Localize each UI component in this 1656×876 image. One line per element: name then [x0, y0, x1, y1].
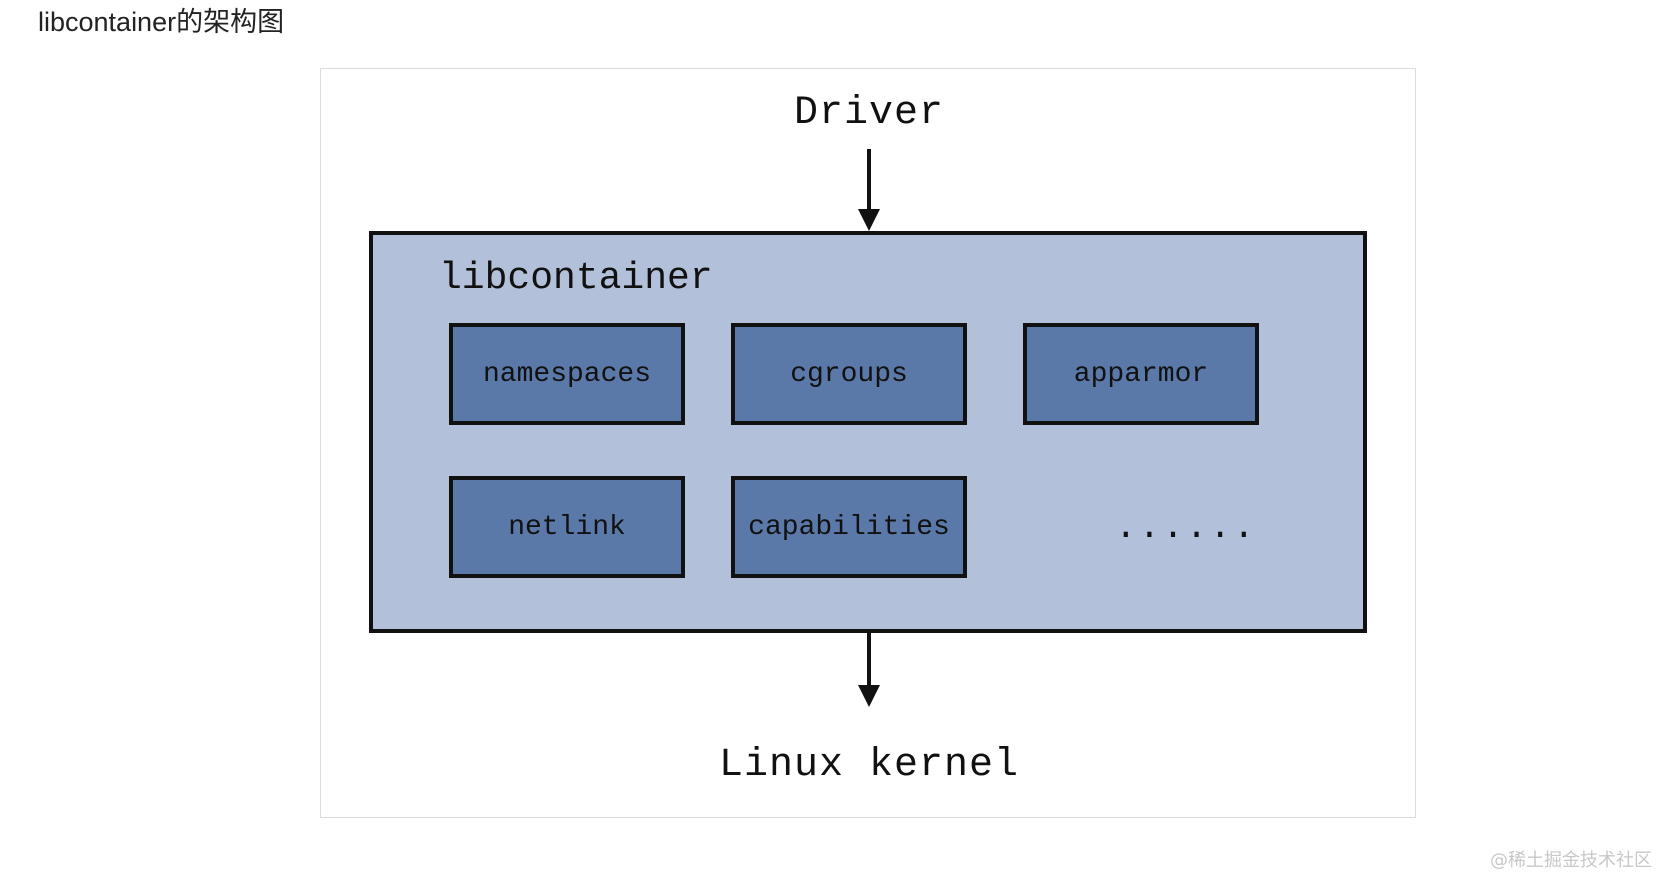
arrow-driver-to-libcontainer: [867, 149, 871, 211]
arrow-head-down: [858, 209, 880, 231]
more-modules-ellipsis: ......: [1115, 507, 1257, 548]
module-namespaces: namespaces: [449, 323, 685, 425]
linux-kernel-label: Linux kernel: [718, 743, 1020, 788]
architecture-diagram: Driver libcontainer namespaces cgroups a…: [320, 68, 1416, 818]
module-apparmor: apparmor: [1023, 323, 1259, 425]
libcontainer-box: libcontainer namespaces cgroups apparmor…: [369, 231, 1367, 633]
module-capabilities: capabilities: [731, 476, 967, 578]
module-cgroups: cgroups: [731, 323, 967, 425]
libcontainer-title: libcontainer: [439, 257, 713, 300]
module-netlink: netlink: [449, 476, 685, 578]
page-heading: libcontainer的架构图: [38, 7, 285, 37]
arrow-head-down: [858, 685, 880, 707]
watermark: @稀土掘金技术社区: [1490, 850, 1652, 871]
arrow-libcontainer-to-kernel: [867, 631, 871, 687]
driver-label: Driver: [793, 91, 945, 136]
